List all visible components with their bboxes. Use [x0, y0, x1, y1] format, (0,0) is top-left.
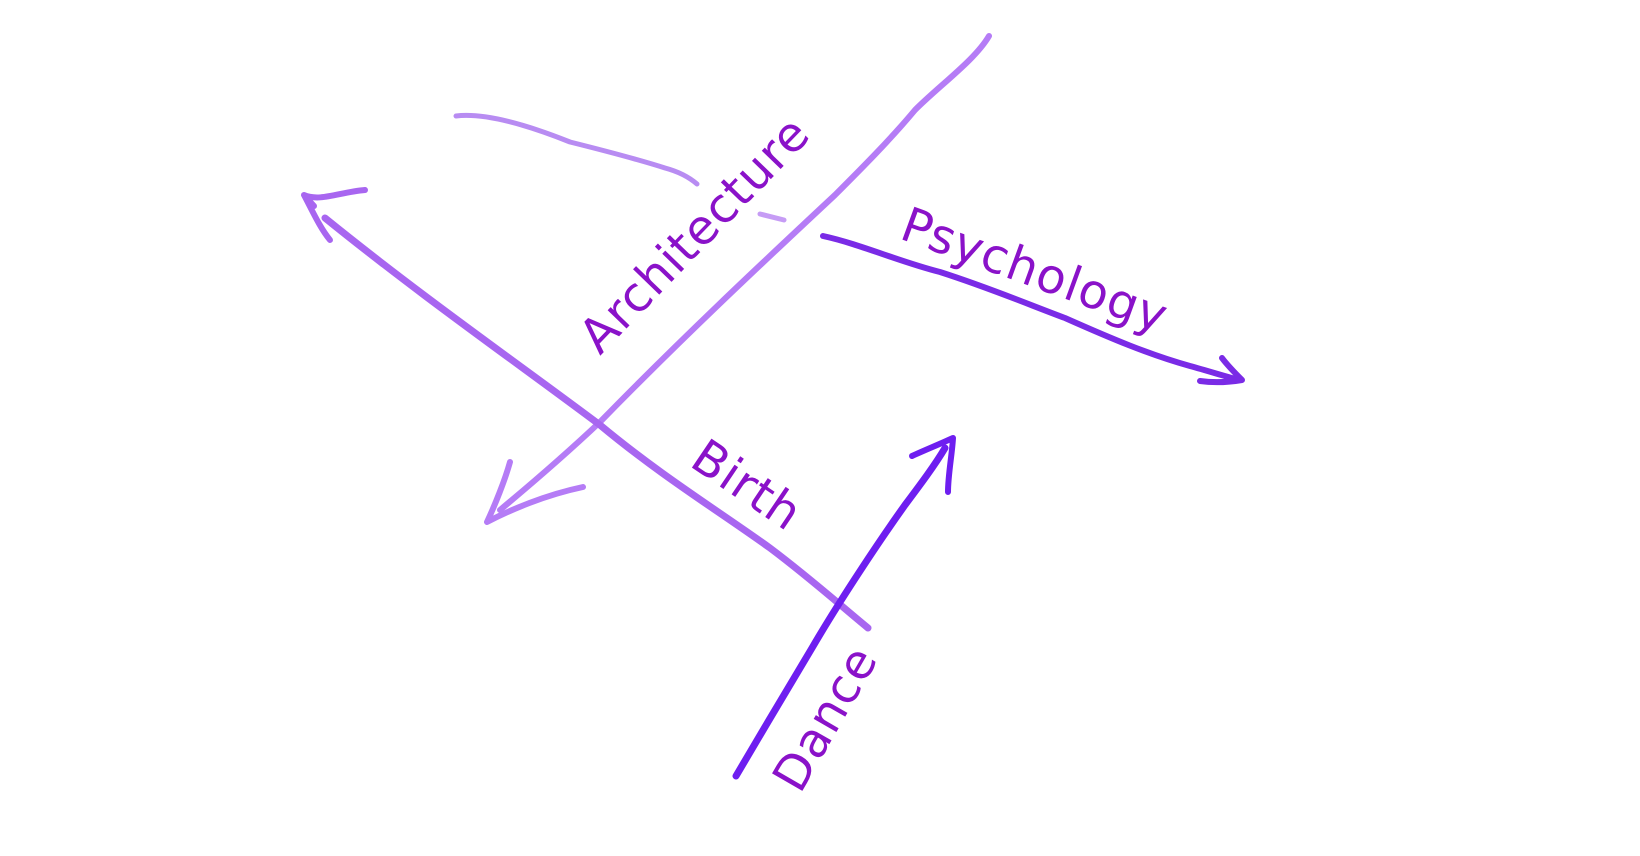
birth-line [321, 214, 872, 632]
dance-arrowhead [909, 435, 956, 495]
label-birth: Birth [681, 429, 812, 543]
psychology-line [820, 233, 1243, 383]
architecture-line [497, 33, 992, 513]
architecture-dash [757, 211, 787, 223]
birth-arrowhead [301, 187, 368, 243]
psychology-arrow [820, 233, 1245, 386]
label-dance: Dance [762, 636, 889, 801]
psychology-arrowhead [1197, 355, 1245, 386]
top-stroke [453, 112, 700, 187]
dance-line [732, 444, 949, 780]
architecture-arrow [484, 33, 992, 525]
birth-arrow [301, 187, 872, 632]
dance-arrow [732, 435, 956, 780]
architecture-arrowhead [484, 459, 586, 525]
